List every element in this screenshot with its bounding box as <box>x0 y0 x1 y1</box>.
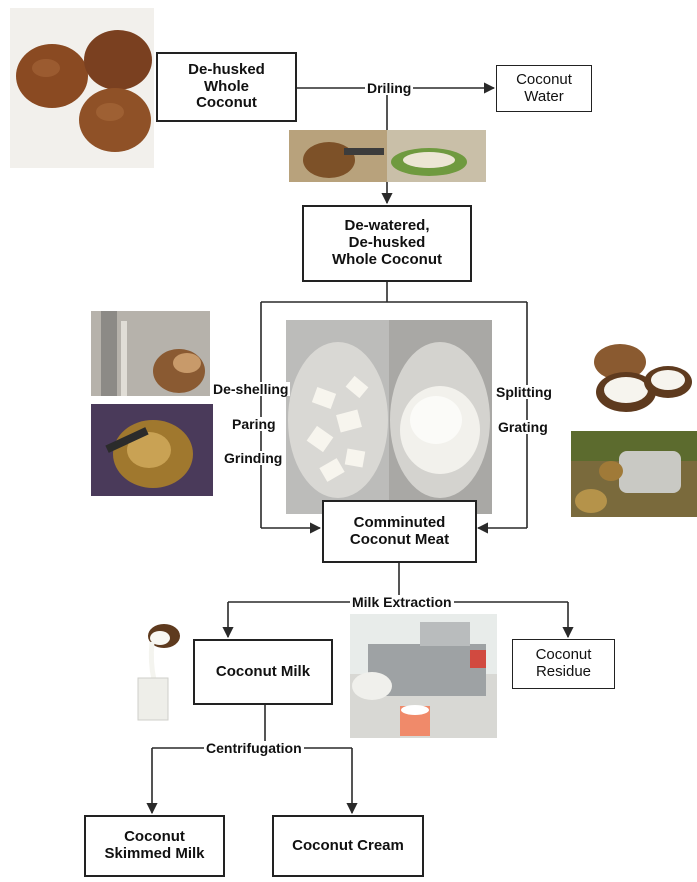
node-label: De-husked <box>348 234 426 252</box>
node-coconut-water: Coconut Water <box>496 65 592 112</box>
node-dehusked-whole-coconut: De-husked Whole Coconut <box>156 52 297 122</box>
edge-label-grinding: Grinding <box>222 450 285 466</box>
paring-photo <box>91 404 213 496</box>
node-comminuted-coconut-meat: Comminuted Coconut Meat <box>322 500 477 563</box>
edge-label-drilling: Driling <box>365 80 414 96</box>
deshelling-photo <box>91 311 210 396</box>
node-label: Whole Coconut <box>332 250 442 268</box>
node-label: De-watered, <box>344 217 430 235</box>
node-coconut-cream: Coconut Cream <box>272 815 424 877</box>
node-label: Water <box>524 87 564 105</box>
node-label: De-husked <box>188 60 265 78</box>
edge-label-deshelling: De-shelling <box>211 381 291 397</box>
node-label: Whole <box>204 77 249 95</box>
node-label: Comminuted <box>353 513 446 531</box>
comminuted-meat-photo <box>286 320 492 514</box>
node-label: Coconut Meat <box>349 530 450 548</box>
node-dewatered-dehusked-coconut: De-watered, De-husked Whole Coconut <box>302 205 472 282</box>
node-coconut-skimmed-milk: Coconut Skimmed Milk <box>84 815 225 877</box>
milk-pour-photo <box>130 622 182 722</box>
node-label: Coconut <box>516 70 572 88</box>
whole-coconuts-photo <box>10 8 154 168</box>
node-label: Coconut Cream <box>292 836 404 854</box>
node-label: Coconut <box>535 646 592 664</box>
node-label: Residue <box>535 663 592 680</box>
node-coconut-residue: Coconut Residue <box>512 639 615 689</box>
node-coconut-milk: Coconut Milk <box>193 639 333 705</box>
node-label: Skimmed Milk <box>104 845 205 862</box>
edge-label-splitting: Splitting <box>494 384 554 400</box>
edge-label-grating: Grating <box>496 419 550 435</box>
drilling-photo <box>289 130 486 182</box>
edge-label-milk-extraction: Milk Extraction <box>350 594 454 610</box>
milk-extraction-machine-photo <box>350 614 497 738</box>
split-coconut-photo <box>590 340 696 416</box>
node-label: Coconut Milk <box>215 662 311 680</box>
edge-label-paring: Paring <box>230 416 278 432</box>
node-label: Coconut <box>196 94 257 112</box>
node-label: Coconut <box>124 828 185 846</box>
grating-photo <box>571 431 697 517</box>
edge-label-centrifugation: Centrifugation <box>204 740 304 756</box>
